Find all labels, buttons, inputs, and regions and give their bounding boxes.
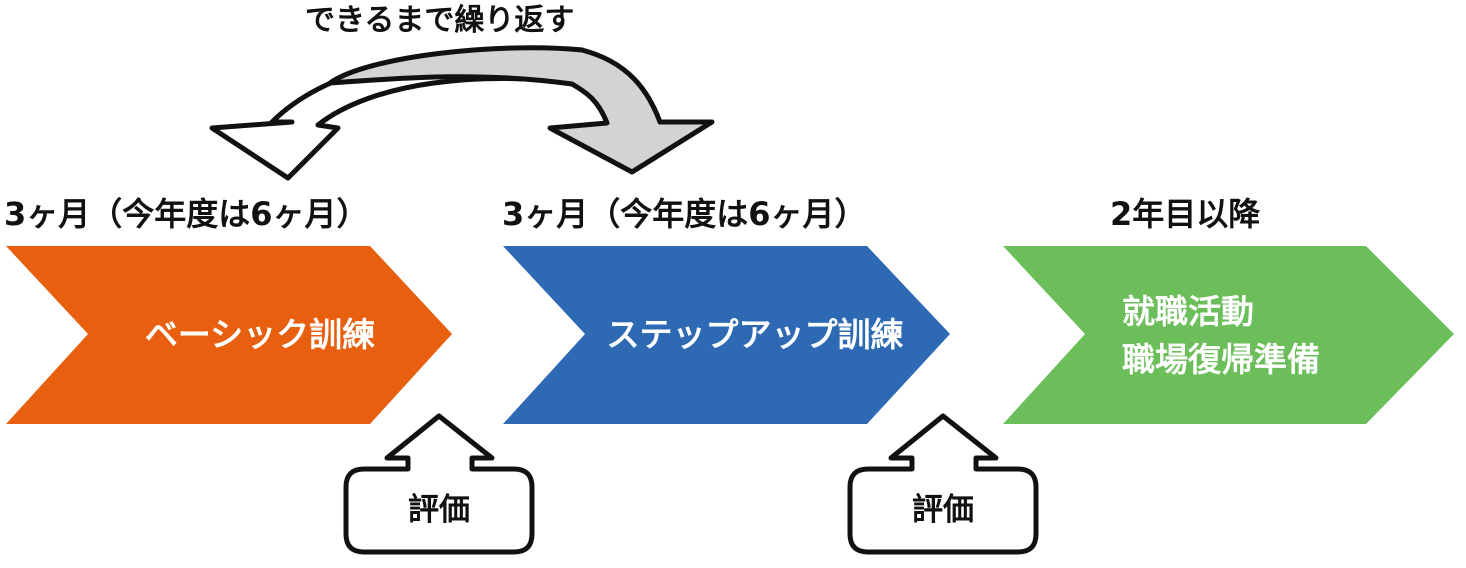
stage-label-job-line-1: 就職活動 [1122, 292, 1254, 331]
repeat-cycle-arrows [209, 45, 715, 181]
stage-label-stepup: ステップアップ訓練 [606, 315, 904, 354]
evaluation-label-1: 評価 [408, 492, 470, 528]
stage-chevron-stepup [503, 246, 950, 424]
stage-period-basic: 3ヶ月（今年度は6ヶ月） [4, 195, 369, 233]
repeat-arrow-right [327, 45, 715, 175]
repeat-label: できるまで繰り返す [305, 3, 575, 38]
stage-chevron-basic [6, 246, 452, 424]
stage-label-job-line-2: 職場復帰準備 [1122, 339, 1320, 379]
evaluation-label-2: 評価 [912, 492, 974, 528]
evaluation-callout-1 [343, 413, 535, 555]
stage-label-basic: ベーシック訓練 [144, 315, 376, 354]
stage-period-stepup: 3ヶ月（今年度は6ヶ月） [502, 195, 867, 233]
evaluation-callout-2 [847, 413, 1039, 555]
stage-period-job: 2年目以降 [1110, 195, 1261, 233]
stage-label-job: 就職活動 職場復帰準備 [1122, 288, 1320, 384]
stage-chevron-job [1003, 246, 1454, 424]
